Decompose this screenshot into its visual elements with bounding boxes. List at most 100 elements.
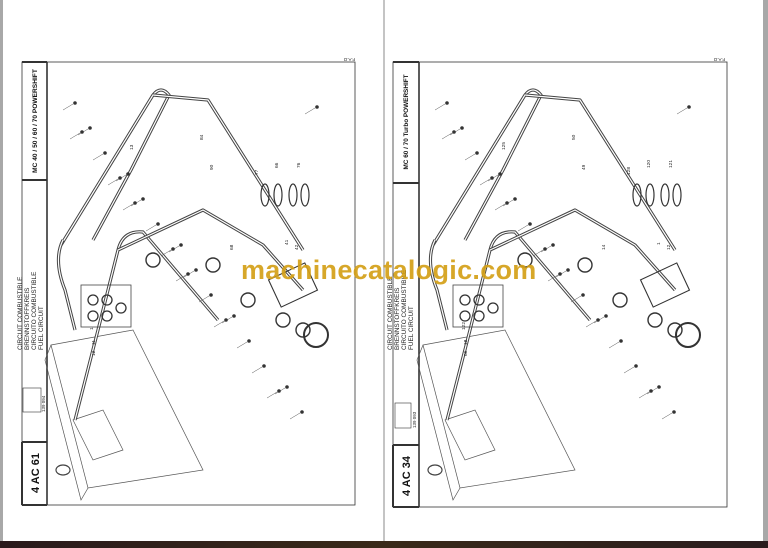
- fuel-tank: [422, 329, 576, 489]
- fitting: [300, 410, 304, 414]
- callout-number: 49: [581, 164, 587, 170]
- leader-line: [532, 249, 544, 257]
- corner-mark: F.A.O: [713, 57, 725, 62]
- pump-fitting: [205, 257, 221, 273]
- fitting: [581, 293, 585, 297]
- callout-number: 121: [668, 160, 674, 168]
- fitting: [194, 268, 198, 272]
- page-right-drawing: MC 60 / 70 Turbo POWERSHIFT 4 AC 34 CIRC…: [387, 57, 728, 508]
- pump-fitting: [577, 257, 593, 273]
- callout-number: 68: [229, 244, 235, 250]
- fuel-pipe-inner: [489, 209, 676, 291]
- leader-line: [479, 178, 491, 186]
- fitting: [315, 105, 319, 109]
- title-block: CIRCUIT COMBUSTIBLE BRENNSTOFFKREIS CIRC…: [387, 270, 415, 350]
- fitting: [126, 172, 130, 176]
- seal-ring: [87, 310, 99, 322]
- leader-line: [175, 274, 187, 282]
- callout-number: 42: [294, 244, 300, 250]
- fitting: [619, 339, 623, 343]
- title-block: CIRCUIT COMBUSTIBLE BRENNSTOFFKREIS CIRC…: [17, 272, 45, 350]
- fitting: [133, 201, 137, 205]
- reference-number: 139 093: [412, 411, 417, 428]
- fitting: [141, 197, 145, 201]
- leader-line: [494, 203, 506, 211]
- filter-element: [300, 183, 310, 207]
- fitting: [649, 389, 653, 393]
- tank-plate: [72, 409, 124, 461]
- leader-line: [69, 132, 81, 140]
- fitting: [551, 243, 555, 247]
- fitting: [156, 222, 160, 226]
- fitting: [73, 101, 77, 105]
- seal-ring: [459, 310, 471, 322]
- fuel-tank-side: [416, 344, 461, 501]
- callout-number: 12: [666, 244, 672, 250]
- leader-line: [464, 153, 476, 161]
- seal-ring: [101, 310, 113, 322]
- fitting: [103, 151, 107, 155]
- pump-gear: [675, 322, 701, 348]
- fitting: [285, 385, 289, 389]
- leader-line: [251, 366, 263, 374]
- leader-line: [198, 295, 210, 303]
- fuel-tank-side: [44, 344, 89, 501]
- title-es: CIRCUITO COMBUSTIBILE: [401, 270, 408, 350]
- fuel-pipe-inner: [152, 94, 304, 251]
- leader-line: [92, 153, 104, 161]
- callout-number: 11: [91, 340, 97, 345]
- leader-line: [608, 341, 620, 349]
- seal-ring: [115, 302, 127, 314]
- filter-element: [632, 183, 642, 207]
- fitting: [452, 130, 456, 134]
- pump-fitting: [612, 292, 628, 308]
- fuel-pipe-inner: [429, 239, 448, 331]
- reference-number: 139 094: [41, 395, 46, 412]
- fitting: [528, 222, 532, 226]
- fitting: [490, 176, 494, 180]
- callout-number: 18: [463, 339, 469, 345]
- fuel-pipe: [524, 93, 677, 251]
- seal-ring: [87, 294, 99, 306]
- callout-number: 120: [646, 160, 652, 168]
- fuel-pipe: [152, 93, 305, 251]
- tank-cap: [427, 464, 443, 476]
- callout-number: 66: [463, 350, 469, 356]
- title-en: FUEL CIRCUIT: [408, 306, 415, 350]
- leader-line: [62, 103, 74, 111]
- fitting: [80, 130, 84, 134]
- title-fr: CIRCUIT COMBUSTIBLE: [17, 277, 24, 350]
- filter-element: [288, 183, 298, 207]
- seal-ring: [459, 294, 471, 306]
- pump-fitting: [517, 252, 533, 268]
- catalog-page-right: MC 60 / 70 Turbo POWERSHIFT 4 AC 34 CIRC…: [385, 0, 763, 541]
- page-frame: [392, 61, 728, 508]
- fitting: [543, 247, 547, 251]
- pump-fitting: [240, 292, 256, 308]
- callout-number: 122: [461, 322, 467, 330]
- callout-number: 84: [199, 134, 205, 140]
- fitting: [657, 385, 661, 389]
- page-code: 4 AC 34: [401, 455, 413, 496]
- seal-kit-inset: [80, 284, 132, 328]
- pump-fitting: [647, 312, 663, 328]
- fitting: [604, 314, 608, 318]
- title-fr: CIRCUIT COMBUSTIBLE: [387, 277, 394, 350]
- fuel-pipe-inner: [117, 209, 304, 291]
- callout-number: 13: [129, 144, 135, 150]
- callout-number: 76: [296, 162, 302, 168]
- fitting: [672, 410, 676, 414]
- leader-line: [434, 103, 446, 111]
- seal-ring: [473, 294, 485, 306]
- injection-pump: [639, 262, 691, 308]
- leader-line: [676, 107, 688, 115]
- fitting: [262, 364, 266, 368]
- fitting: [224, 318, 228, 322]
- callout-number: 1: [656, 242, 662, 245]
- title-de: BRENNSTOFFKREIS: [24, 288, 31, 350]
- callout-number: 90: [209, 164, 215, 170]
- seal-kit-inset: [452, 284, 504, 328]
- watermark: machinecatalogic.com: [241, 255, 537, 285]
- fuel-pipe-inner: [57, 239, 76, 331]
- model-header: MC 60 / 70 Turbo POWERSHIFT: [403, 74, 410, 169]
